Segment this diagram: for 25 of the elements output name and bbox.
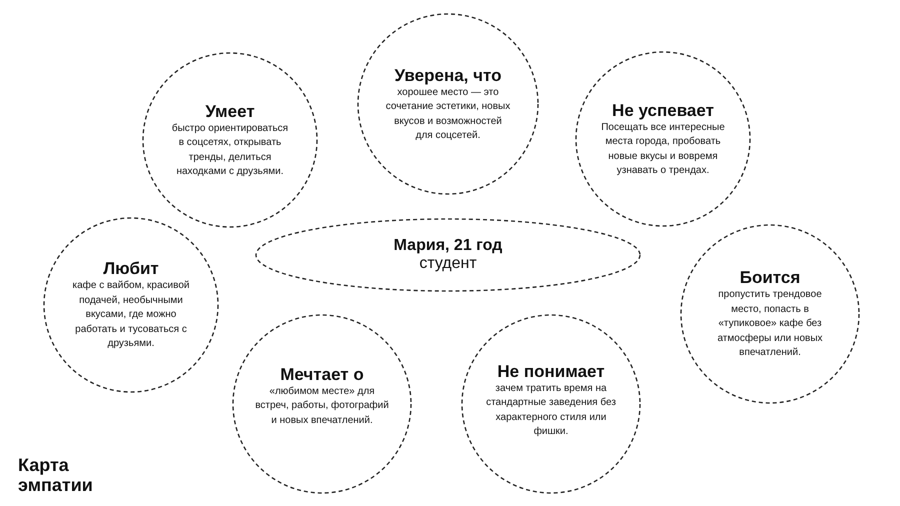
circle-heading: Не успевает (612, 100, 714, 120)
circle-text: быстро ориентироваться в соцсетях, открывать тренды, делиться находками с друзьями. (170, 122, 290, 179)
category-circle (232, 314, 412, 494)
category-circle (575, 51, 751, 227)
category-circle (461, 314, 641, 494)
circle-text: зачем тратить время на стандартные заведения без характерного стиля или фишки. (485, 382, 617, 439)
persona-role: студент (418, 255, 478, 273)
circle-heading: Умеет (205, 100, 255, 122)
circle-heading: Боится (740, 267, 800, 288)
circle-text: кафе с вайбом, красивой подачей, необычными вкусами, где можно работать и тусоваться с друзьями. (71, 279, 190, 352)
category-circle (43, 217, 219, 393)
page-title: Карта эмпатии (18, 455, 94, 495)
persona-ellipse (255, 218, 641, 292)
category-circle (142, 52, 318, 228)
circle-heading: Любит (103, 258, 159, 280)
circle-text: «любимом месте» для встреч, работы, фотографий и новых впечатлений. (254, 384, 390, 428)
persona-name: Мария, 21 год (394, 237, 502, 255)
circle-text: хорошее место — это сочетание эстетики, новых вкусов и возможностей для соцсетей. (385, 86, 511, 143)
category-circle (357, 13, 539, 195)
circle-heading: Не понимает (497, 360, 605, 382)
circle-heading: Уверена, что (394, 64, 502, 86)
circle-text: пропустить трендовое место, попасть в «тупиковое» кафе без атмосферы или новых впечатлений. (716, 288, 824, 360)
circle-text: Посещать все интересные места города, пробовать новые вкусы и вовремя узнавать о трендах. (600, 120, 726, 178)
category-circle (680, 224, 860, 404)
circle-heading: Мечтает о (280, 364, 364, 385)
